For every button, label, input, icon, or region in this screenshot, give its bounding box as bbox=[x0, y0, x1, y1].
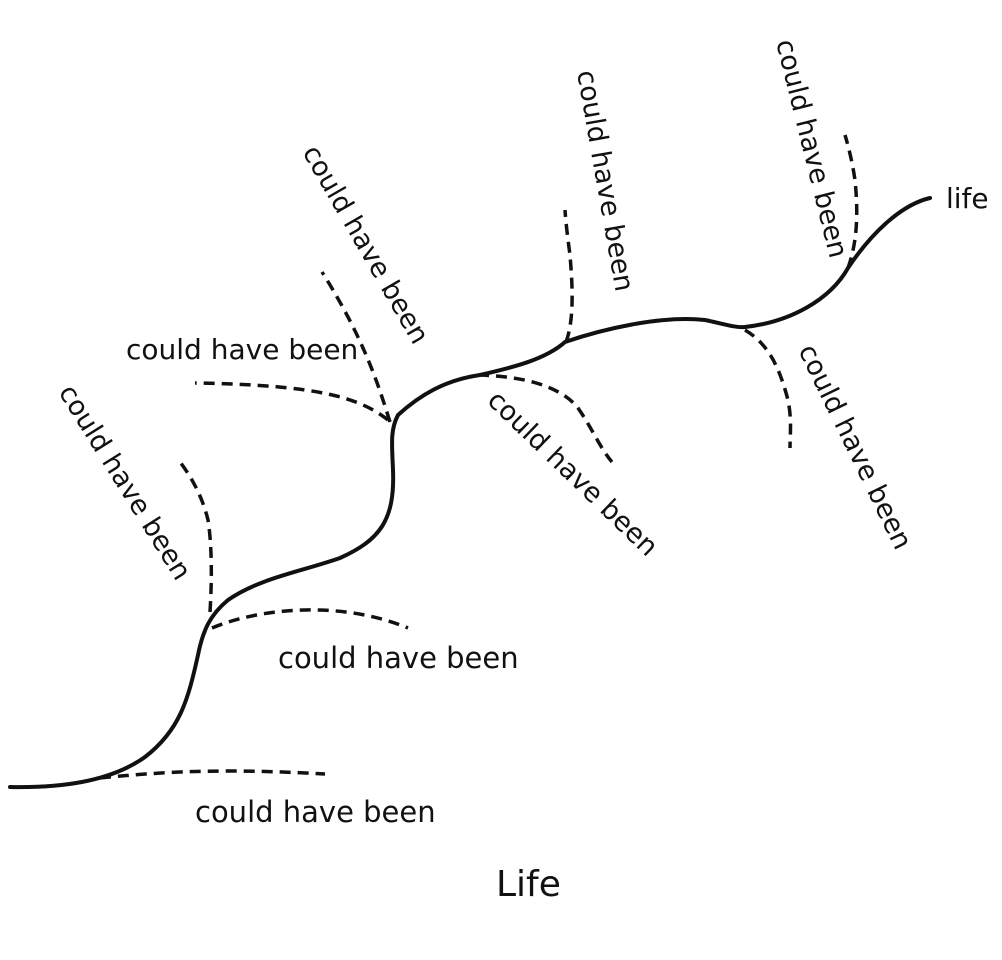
branch-6-label: could have been bbox=[481, 385, 664, 563]
branch-4-dashed-path bbox=[194, 381, 390, 422]
branch-1-label: could have been bbox=[195, 795, 436, 829]
branch-2-dashed-path bbox=[211, 608, 409, 630]
branch-7-label: could have been bbox=[570, 68, 639, 294]
branch-9-label: could have been bbox=[769, 36, 853, 261]
branch-8-label: could have been bbox=[792, 339, 918, 554]
branch-8-dashed-path bbox=[744, 328, 793, 449]
branch-5-label: could have been bbox=[296, 140, 435, 350]
branch-1-dashed-path bbox=[99, 769, 326, 780]
branch-6-dashed-path bbox=[477, 373, 614, 464]
life-end-label: life bbox=[946, 182, 989, 215]
branch-9-dashed-path bbox=[843, 134, 859, 269]
branch-4-label: could have been bbox=[126, 333, 358, 366]
branch-3-dashed-path bbox=[178, 460, 214, 613]
branch-3-label: could have been bbox=[52, 379, 197, 585]
main-life-path bbox=[8, 196, 932, 790]
branch-7-dashed-path bbox=[563, 209, 574, 343]
diagram-caption: Life bbox=[496, 864, 561, 905]
branch-2-label: could have been bbox=[278, 641, 519, 675]
